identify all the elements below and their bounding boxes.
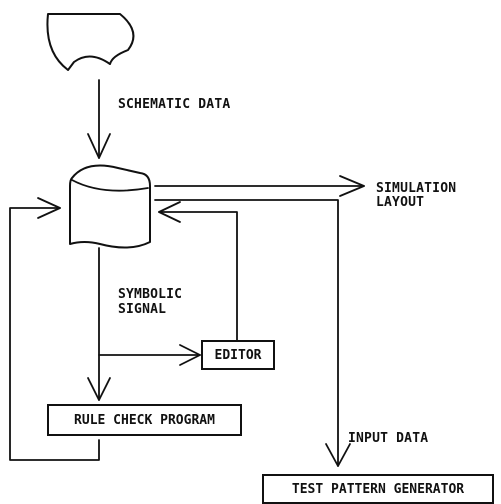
editor-feedback-line (158, 211, 238, 341)
test-pattern-generator-label: TEST PATTERN GENERATOR (291, 481, 465, 497)
editor-feedback-arrow-head (158, 201, 181, 223)
input-data-arrow-head (325, 443, 351, 467)
editor-arrow-head (179, 344, 201, 366)
terminal-display-icon (46, 13, 135, 71)
rule-check-program-box: RULE CHECK PROGRAM (47, 404, 242, 436)
simulation-arrow-head (339, 175, 365, 197)
input-data-arrow-shaft (154, 199, 339, 467)
disk-storage-rim (71, 179, 149, 192)
test-pattern-generator-box: TEST PATTERN GENERATOR (262, 474, 494, 504)
symbolic-label: SYMBOLIC (118, 287, 183, 302)
rule-check-program-label: RULE CHECK PROGRAM (74, 412, 215, 428)
rule-check-feedback-arrow-head (37, 197, 61, 219)
disk-storage-icon (69, 164, 151, 249)
input-data-label: INPUT DATA (348, 431, 429, 446)
editor-box-label: EDITOR (214, 347, 262, 363)
rule-check-arrow-head (87, 377, 111, 401)
rule-check-feedback-line (9, 207, 100, 461)
schematic-arrow-head (87, 133, 111, 159)
schematic-data-label: SCHEMATIC DATA (118, 97, 231, 112)
signal-label: SIGNAL (118, 302, 167, 317)
simulation-label: SIMULATION (376, 181, 457, 196)
layout-label: LAYOUT (376, 195, 425, 210)
editor-box: EDITOR (201, 340, 275, 370)
